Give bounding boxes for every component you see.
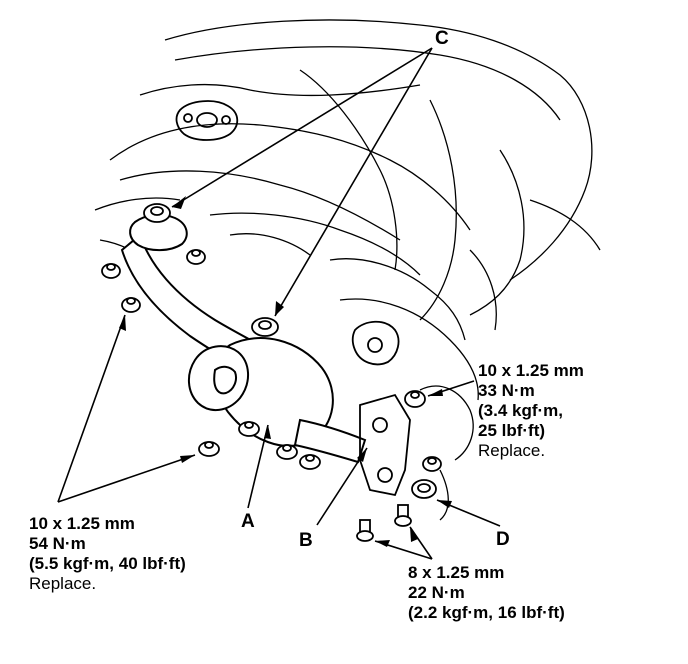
callout-d: D	[496, 529, 510, 550]
bolt-lower-1	[356, 519, 374, 542]
nut-lower-d	[299, 454, 321, 470]
spec-torque-alt-1: (3.4 kgf·m,	[478, 401, 564, 420]
spec-size: 8 x 1.25 mm	[408, 563, 505, 582]
spec-note: Replace.	[478, 441, 546, 460]
spec-torque-nm: 22 N·m	[408, 583, 465, 602]
leader-arrowheads	[119, 196, 452, 547]
spec-torque-alt: (5.5 kgf·m, 40 lbf·ft)	[29, 554, 186, 573]
spec-size: 10 x 1.25 mm	[29, 514, 135, 533]
nut-lower-b	[238, 421, 260, 437]
exhaust-pipe	[120, 213, 367, 464]
nut-lower-a	[198, 441, 220, 457]
nut-left-2	[121, 297, 141, 313]
nut-left-1	[101, 263, 121, 279]
nut-mid	[186, 249, 206, 265]
spec-note: Replace.	[29, 574, 97, 593]
upper-flange	[175, 100, 239, 141]
nut-upper-left	[143, 203, 171, 223]
torque-spec-lower-right: 8 x 1.25 mm 22 N·m (2.2 kgf·m, 16 lbf·ft…	[408, 563, 565, 623]
spec-size: 10 x 1.25 mm	[478, 361, 584, 380]
lower-bracket	[351, 320, 411, 497]
gasket-d	[411, 479, 437, 499]
callout-a: A	[241, 511, 255, 532]
spec-torque-nm: 54 N·m	[29, 534, 86, 553]
torque-spec-upper-right: 10 x 1.25 mm 33 N·m (3.4 kgf·m, 25 lbf·f…	[478, 361, 584, 461]
callout-b: B	[299, 530, 313, 551]
torque-spec-lower-left: 10 x 1.25 mm 54 N·m (5.5 kgf·m, 40 lbf·f…	[29, 514, 186, 594]
gasket-mid	[251, 317, 279, 337]
bolt-lower-2	[394, 504, 412, 527]
engine-outline	[94, 19, 601, 521]
nut-right-d	[422, 456, 442, 472]
fasteners	[101, 203, 442, 542]
nut-lower-c	[276, 444, 298, 460]
spec-torque-nm: 33 N·m	[478, 381, 535, 400]
spec-torque-alt-2: 25 lbf·ft)	[478, 421, 546, 440]
callout-c: C	[435, 28, 449, 49]
spec-torque-alt: (2.2 kgf·m, 16 lbf·ft)	[408, 603, 565, 622]
nut-right-upper	[404, 390, 426, 408]
